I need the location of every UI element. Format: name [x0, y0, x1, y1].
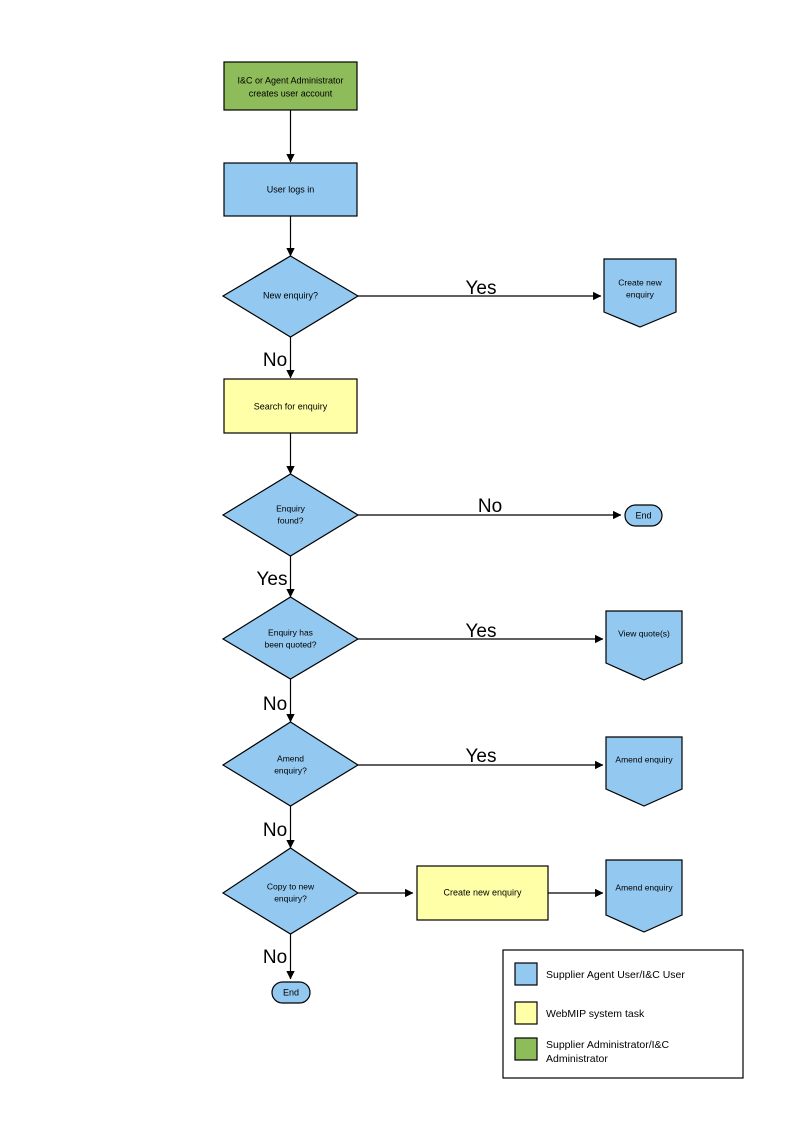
user-logs-in-shape — [223, 162, 358, 217]
node-enquiry-found-decision[interactable]: Enquiry found? — [221, 473, 360, 557]
end-final-label: End — [283, 987, 299, 997]
enquiry-quoted-decision-label-1: Enquiry has — [268, 627, 313, 637]
create-new-enquiry-system-shape — [416, 865, 549, 921]
create-new-enquiry-manual-label-1: Create new — [618, 277, 662, 287]
copy-to-new-decision-label-1: Copy to new — [267, 881, 315, 891]
edge-label-quoted-no: No — [263, 694, 287, 715]
node-enquiry-quoted-decision[interactable]: Enquiry has been quoted? — [221, 596, 360, 680]
enquiry-quoted-decision-shape — [221, 596, 360, 680]
node-create-new-enquiry-manual[interactable]: Create new enquiry — [603, 258, 677, 328]
edge-label-copy-no: No — [263, 947, 287, 968]
legend-swatch-user-blue — [514, 962, 538, 986]
enquiry-found-decision-label-1: Enquiry — [276, 503, 306, 513]
admin-creates-account-label-2: creates user account — [249, 88, 333, 98]
edge-label-new-enquiry-no: No — [263, 350, 287, 371]
end-final-shape — [271, 981, 311, 1004]
search-for-enquiry-shape — [223, 378, 358, 434]
edge-label-found-yes: Yes — [257, 569, 288, 590]
legend-item-supplier-agent-user: Supplier Agent User/I&C User — [514, 962, 685, 986]
edge-label-quoted-yes: Yes — [466, 621, 497, 642]
copy-to-new-decision-label-2: enquiry? — [274, 893, 307, 903]
legend-label-admin-green-1: Supplier Administrator/I&C — [546, 1039, 670, 1051]
legend-label-user-blue: Supplier Agent User/I&C User — [546, 969, 685, 981]
edge-label-amend-yes: Yes — [466, 746, 497, 767]
new-enquiry-decision-shape — [221, 255, 360, 338]
legend: Supplier Agent User/I&C User WebMIP syst… — [502, 949, 744, 1079]
copy-to-new-decision-shape — [221, 847, 360, 935]
node-end-final[interactable]: End — [271, 981, 311, 1004]
legend-label-system-yellow: WebMIP system task — [546, 1008, 645, 1020]
end-not-found-shape — [624, 504, 663, 527]
legend-item-supplier-administrator: Supplier Administrator/I&C Administrator — [514, 1037, 670, 1065]
end-not-found-label: End — [635, 510, 651, 520]
view-quotes-shape — [605, 610, 683, 681]
create-new-enquiry-system-label: Create new enquiry — [443, 887, 522, 897]
legend-swatch-system-yellow — [514, 1001, 538, 1025]
legend-container — [502, 949, 744, 1079]
node-end-not-found[interactable]: End — [624, 504, 663, 527]
admin-creates-account-label-1: I&C or Agent Administrator — [237, 75, 343, 85]
create-new-enquiry-manual-label-2: enquiry — [626, 289, 655, 299]
amend-enquiry-decision-label-1: Amend — [277, 753, 304, 763]
amend-enquiry-copy-shape — [605, 859, 683, 933]
amend-enquiry-copy-label: Amend enquiry — [615, 882, 673, 892]
amend-enquiry-decision-shape — [221, 721, 360, 807]
node-admin-creates-account[interactable]: I&C or Agent Administrator creates user … — [223, 61, 358, 111]
node-view-quotes[interactable]: View quote(s) — [605, 610, 683, 681]
legend-swatch-admin-green — [514, 1037, 538, 1061]
node-create-new-enquiry-system[interactable]: Create new enquiry — [416, 865, 549, 921]
node-new-enquiry-decision[interactable]: New enquiry? — [221, 255, 360, 338]
edge-label-amend-no: No — [263, 820, 287, 841]
amend-enquiry-action-label: Amend enquiry — [615, 754, 673, 764]
node-copy-to-new-decision[interactable]: Copy to new enquiry? — [221, 847, 360, 935]
admin-creates-account-shape — [223, 61, 358, 111]
amend-enquiry-decision-label-2: enquiry? — [274, 765, 307, 775]
new-enquiry-decision-label: New enquiry? — [263, 290, 318, 300]
node-amend-enquiry-action[interactable]: Amend enquiry — [605, 736, 683, 807]
legend-item-webmip-system-task: WebMIP system task — [514, 1001, 645, 1025]
node-user-logs-in[interactable]: User logs in — [223, 162, 358, 217]
search-for-enquiry-label: Search for enquiry — [254, 401, 328, 411]
enquiry-quoted-decision-label-2: been quoted? — [265, 639, 317, 649]
node-amend-enquiry-decision[interactable]: Amend enquiry? — [221, 721, 360, 807]
edge-label-found-no: No — [478, 496, 502, 517]
legend-label-admin-green-2: Administrator — [546, 1053, 608, 1065]
node-search-for-enquiry[interactable]: Search for enquiry — [223, 378, 358, 434]
amend-enquiry-action-shape — [605, 736, 683, 807]
enquiry-found-decision-label-2: found? — [278, 515, 304, 525]
create-new-enquiry-manual-shape — [603, 258, 677, 328]
user-logs-in-label: User logs in — [267, 184, 315, 194]
node-amend-enquiry-copy[interactable]: Amend enquiry — [605, 859, 683, 933]
view-quotes-label: View quote(s) — [618, 628, 670, 638]
enquiry-found-decision-shape — [221, 473, 360, 557]
edge-label-new-enquiry-yes: Yes — [466, 278, 497, 299]
